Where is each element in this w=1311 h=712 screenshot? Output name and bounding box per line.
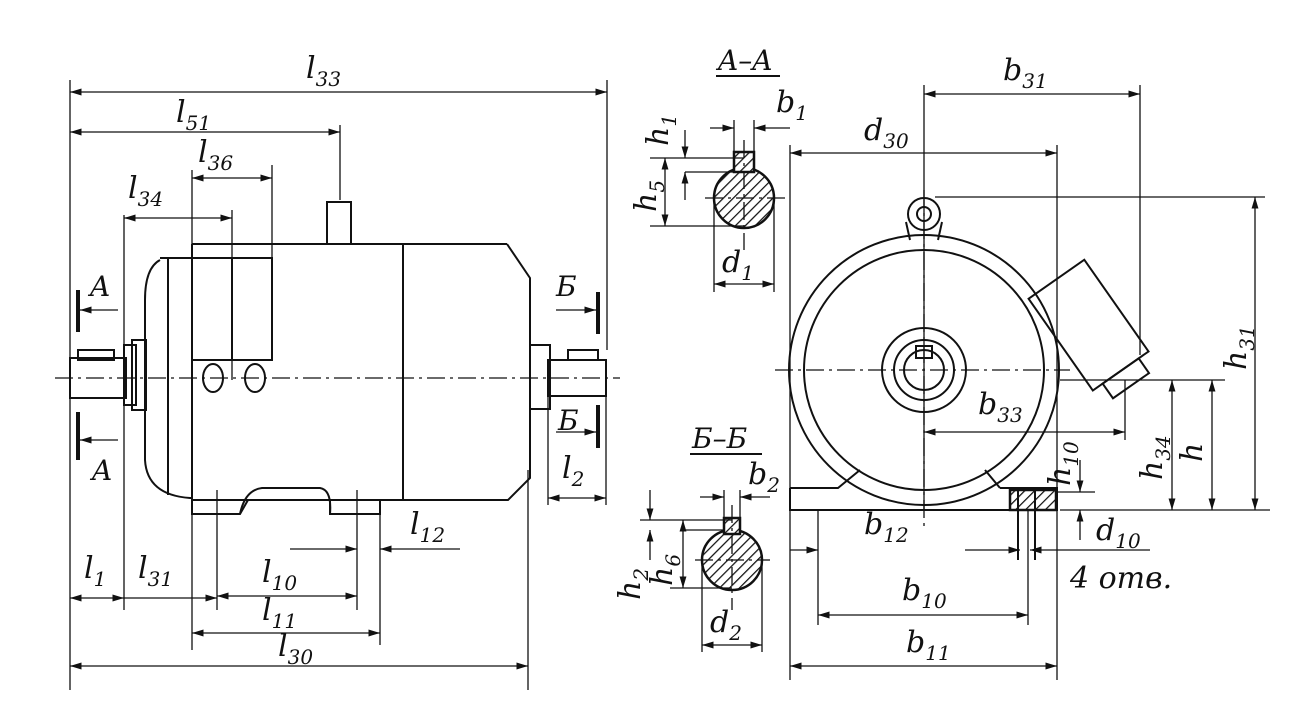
dim-l10: l10	[262, 555, 297, 595]
dim-h: h	[1175, 443, 1210, 462]
dim-d30: d30	[864, 113, 909, 153]
dim-l31: l31	[138, 551, 173, 591]
section-mark-b-bottom: Б	[557, 404, 579, 437]
dim-l36: l36	[198, 135, 233, 175]
end-view	[775, 85, 1270, 680]
end-view-labels: b31 d30 b33 b12 b10 b11 d10 4 отв. h31 h…	[864, 53, 1259, 665]
dim-h34: h34	[1135, 435, 1175, 480]
dim-b31: b31	[1003, 53, 1048, 93]
section-mark-a-top: A	[87, 270, 110, 303]
dim-h10: h10	[1043, 441, 1083, 486]
dim-b10: b10	[902, 573, 947, 613]
dim-h1: h1	[641, 114, 681, 146]
dim-b2: b2	[748, 457, 780, 497]
dim-h6: h6	[645, 554, 685, 586]
dim-l12: l12	[410, 507, 445, 547]
dim-l1: l1	[84, 551, 106, 591]
dim-l11: l11	[262, 593, 297, 633]
dim-b1: b1	[776, 85, 808, 125]
section-b-b: Б–Б b2 h2 h6 d2	[613, 422, 780, 652]
dim-l30: l30	[278, 629, 313, 669]
dim-l2: l2	[562, 451, 584, 491]
dim-h5: h5	[629, 180, 669, 212]
dim-d2: d2	[710, 605, 742, 645]
section-mark-a-bottom: A	[89, 454, 112, 487]
dim-d1: d1	[722, 245, 754, 285]
dim-d10: d10	[1096, 513, 1141, 553]
dim-l34: l34	[128, 171, 163, 211]
dim-h2: h2	[613, 568, 653, 600]
section-a-a: A–A b1 h1 h5 d1	[629, 44, 808, 292]
section-mark-b-top: Б	[555, 270, 577, 303]
side-view	[55, 80, 620, 690]
note-holes: 4 отв.	[1069, 561, 1172, 596]
dim-h31: h31	[1219, 325, 1259, 370]
section-b-b-title: Б–Б	[691, 422, 747, 455]
dim-b12: b12	[864, 507, 909, 547]
dim-b11: b11	[906, 625, 951, 665]
dim-l33: l33	[306, 51, 341, 91]
dim-l51: l51	[176, 95, 211, 135]
section-a-a-title: A–A	[715, 44, 772, 77]
side-view-labels: l33 l51 l36 l34 l1 l31 l10 l11 l30 l12 l…	[84, 51, 584, 669]
dim-b33: b33	[978, 387, 1023, 427]
